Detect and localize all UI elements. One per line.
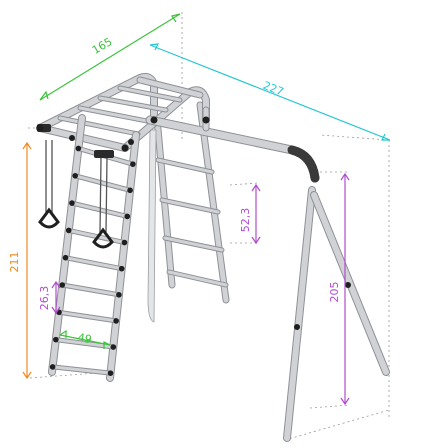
rung-width-label: 49 <box>77 331 93 346</box>
dimension-step-spacing: 52,3 <box>239 183 261 245</box>
rung-joint <box>107 370 114 376</box>
ladder-rung-fill <box>60 283 121 297</box>
gymnastic-rings <box>37 124 114 249</box>
construction-guides <box>28 12 390 441</box>
rung-joint <box>65 227 72 234</box>
height-swing-label: 205 <box>328 282 341 303</box>
rung-joint <box>110 344 117 350</box>
rung-joint <box>130 161 136 167</box>
dimension-height-total: 211 <box>8 141 32 380</box>
rung-joint <box>53 336 59 343</box>
rung-joint <box>127 187 133 194</box>
frame-joints <box>36 116 210 152</box>
ladder-rung-fill <box>57 310 118 323</box>
rung-joint <box>62 254 69 261</box>
climbing-ladder <box>48 114 140 382</box>
swing-legs <box>283 186 390 442</box>
rung-joint <box>113 318 119 324</box>
rung-spacing-label: 26,3 <box>38 286 51 311</box>
ladder-rung-fill <box>64 256 124 271</box>
ladder-rung-fill <box>51 365 113 375</box>
width-label: 227 <box>261 79 285 99</box>
dimension-rung-spacing: 26,3 <box>38 280 61 315</box>
depth-label: 165 <box>90 35 115 57</box>
dimension-rung-width: 49 <box>59 329 111 349</box>
ladder-rung-fill <box>73 174 132 192</box>
rung-joint <box>75 145 82 152</box>
rung-joint <box>116 291 122 298</box>
rung-joint <box>121 239 128 246</box>
ladder-rung-fill <box>70 201 129 218</box>
rung-joint <box>118 265 125 272</box>
rung-joint <box>69 200 75 206</box>
step-spacing-label: 52,3 <box>239 208 252 233</box>
height-total-label: 211 <box>8 252 21 273</box>
rung-joint <box>124 213 131 220</box>
rung-joint <box>49 364 56 370</box>
rung-joint <box>59 282 66 288</box>
dimension-height-swing: 205 <box>328 172 350 406</box>
top-frame <box>36 72 210 152</box>
swing-beam <box>145 106 320 183</box>
a-frame-ladder <box>147 101 230 323</box>
rung-joint <box>72 172 78 179</box>
